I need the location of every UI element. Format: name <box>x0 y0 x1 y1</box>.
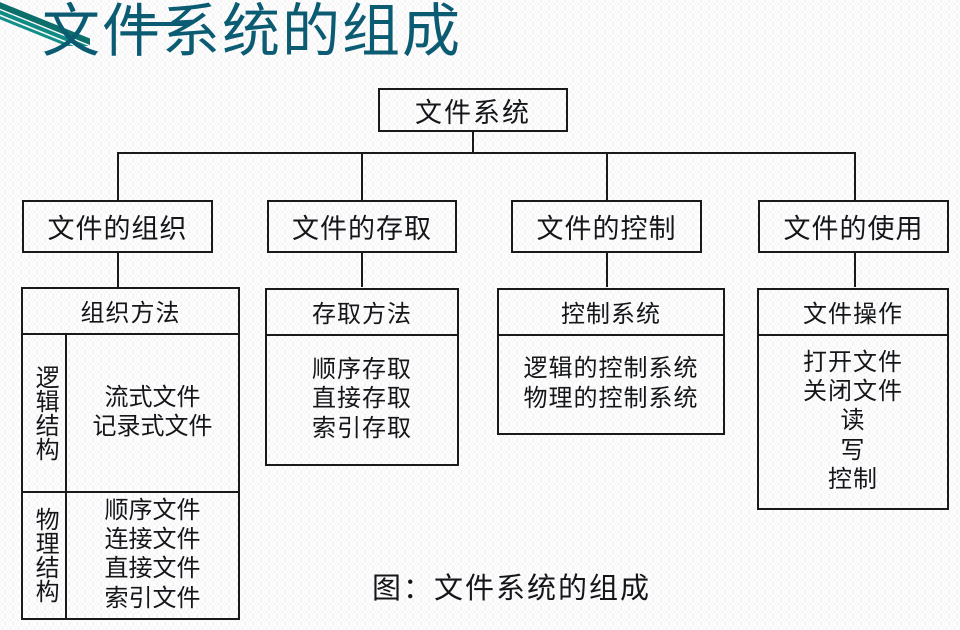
connector-drop-3 <box>606 152 608 200</box>
panel-file-operations: 文件操作 打开文件 关闭文件 读 写 控制 <box>757 288 949 510</box>
node-branch-2-label: 文件的存取 <box>292 214 432 244</box>
connector-drop-4 <box>854 152 856 200</box>
node-branch-file-access[interactable]: 文件的存取 <box>267 200 457 253</box>
figure-caption: 图：文件系统的组成 <box>372 573 652 605</box>
list-item: 关闭文件 <box>803 379 903 406</box>
panel-1-group-2-label: 物理结构 <box>23 492 67 618</box>
page-title: 文件系统的组成 <box>42 0 463 64</box>
node-branch-4-label: 文件的使用 <box>783 214 924 244</box>
node-branch-file-organization[interactable]: 文件的组织 <box>22 200 213 253</box>
node-branch-3-label: 文件的控制 <box>536 214 677 244</box>
panel-2-header: 存取方法 <box>267 290 457 336</box>
node-branch-file-control[interactable]: 文件的控制 <box>511 200 702 253</box>
connector-bus <box>117 152 856 154</box>
list-item: 直接存取 <box>312 386 412 413</box>
connector-drop-1 <box>117 152 119 200</box>
list-item: 流式文件 <box>104 384 201 411</box>
list-item: 逻辑的控制系统 <box>523 356 699 383</box>
node-root-label: 文件系统 <box>415 97 531 128</box>
connector-branch4-panel <box>854 253 856 287</box>
list-item: 物理的控制系统 <box>523 385 699 412</box>
panel-1-group-logical: 逻辑结构 流式文件 记录式文件 <box>23 335 238 493</box>
panel-3-items: 逻辑的控制系统 物理的控制系统 <box>499 336 723 433</box>
panel-control-system: 控制系统 逻辑的控制系统 物理的控制系统 <box>497 288 725 435</box>
list-item: 读 <box>840 408 866 435</box>
list-item: 连接文件 <box>104 527 201 554</box>
panel-1-group-physical: 物理结构 顺序文件 连接文件 直接文件 索引文件 <box>23 492 238 618</box>
list-item: 写 <box>840 437 866 464</box>
panel-3-header: 控制系统 <box>499 290 723 336</box>
panel-4-items: 打开文件 关闭文件 读 写 控制 <box>759 336 947 508</box>
list-item: 索引存取 <box>312 415 412 442</box>
list-item: 直接文件 <box>104 556 201 583</box>
title-rule <box>128 22 190 26</box>
list-item: 顺序文件 <box>104 497 201 524</box>
node-root[interactable]: 文件系统 <box>378 88 568 132</box>
list-item: 记录式文件 <box>92 413 213 440</box>
panel-1-header: 组织方法 <box>23 289 238 335</box>
list-item: 控制 <box>828 466 878 493</box>
connector-drop-2 <box>361 152 363 200</box>
panel-1-group-2-items: 顺序文件 连接文件 直接文件 索引文件 <box>67 493 238 618</box>
connector-branch3-panel <box>606 253 608 287</box>
list-item: 打开文件 <box>803 349 903 376</box>
list-item: 索引文件 <box>104 585 201 612</box>
panel-4-header: 文件操作 <box>759 290 947 336</box>
connector-root-down <box>472 132 474 154</box>
connector-branch1-panel <box>117 253 119 287</box>
list-item: 顺序存取 <box>312 357 412 384</box>
connector-branch2-panel <box>361 253 363 287</box>
panel-organization-method: 组织方法 逻辑结构 流式文件 记录式文件 物理结构 顺序文件 连接文件 直接文件… <box>21 287 240 620</box>
panel-1-group-1-items: 流式文件 记录式文件 <box>67 335 238 491</box>
node-branch-1-label: 文件的组织 <box>47 214 188 244</box>
node-branch-file-usage[interactable]: 文件的使用 <box>758 200 949 253</box>
panel-2-items: 顺序存取 直接存取 索引存取 <box>267 336 457 464</box>
panel-access-method: 存取方法 顺序存取 直接存取 索引存取 <box>265 288 459 466</box>
panel-1-group-1-label: 逻辑结构 <box>23 335 67 491</box>
